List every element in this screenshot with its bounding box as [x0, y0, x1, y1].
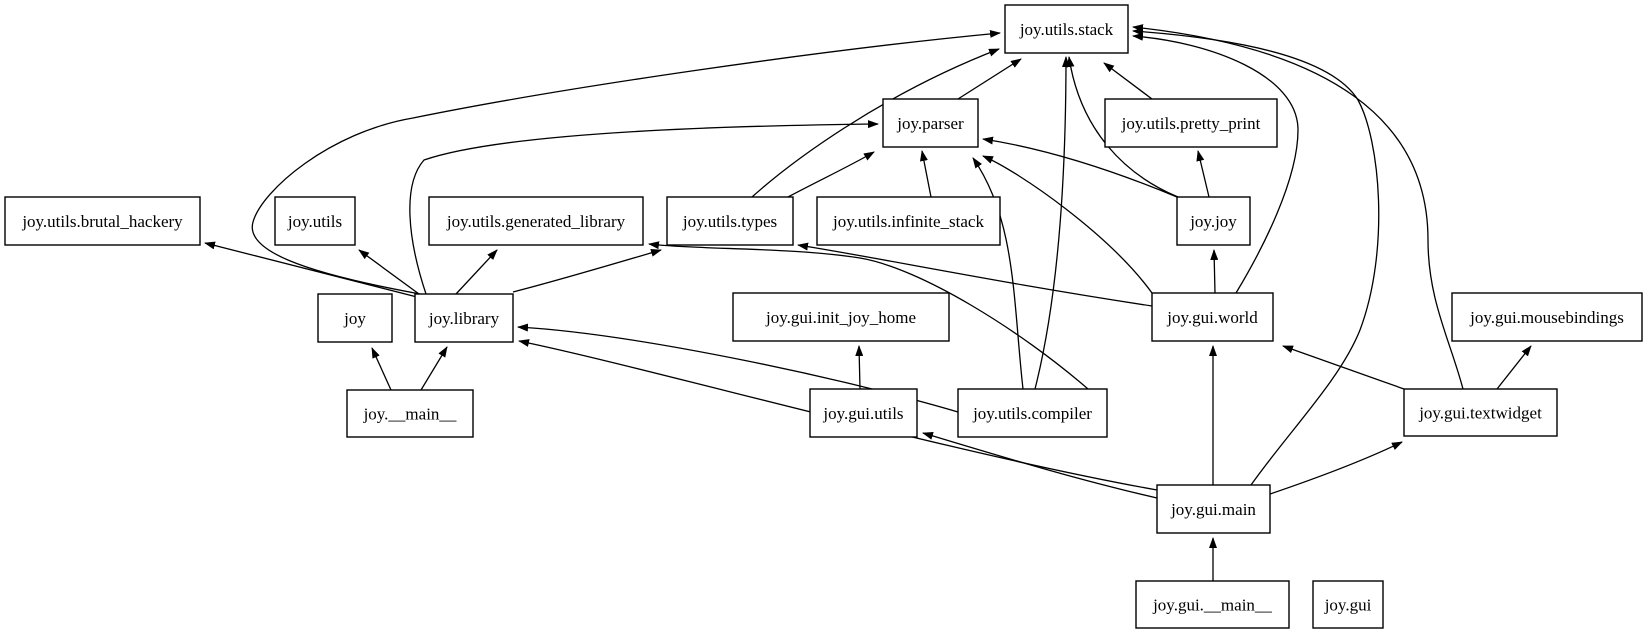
edge-joy_library-to-joy_utils — [358, 249, 420, 295]
node-joy_gui_textwidget: joy.gui.textwidget — [1403, 388, 1558, 437]
edge-joy_library-to-joy_utils_types — [512, 248, 662, 293]
node-box-joy_gui_init_joy_home — [732, 292, 950, 342]
node-label-joy_utils_compiler: joy.utils.compiler — [972, 404, 1092, 423]
node-box-joy_parser — [882, 98, 979, 148]
edge-joy_utils_compiler-to-joy_utils_generated_library — [648, 241, 1089, 390]
edge-joy_gui_main-to-joy_gui_textwidget — [1269, 441, 1403, 495]
node-joy_dunder_main: joy.__main__ — [346, 389, 474, 438]
node-box-joy_utils — [274, 196, 356, 246]
edge-joy_dunder_main-to-joy_library — [420, 346, 448, 391]
edge-joy_utils_types-to-joy_parser — [787, 151, 875, 198]
edge-joy_parser-to-joy_utils_stack — [957, 58, 1022, 100]
edge-joy_utils_infinite_stack-to-joy_parser — [919, 150, 932, 198]
node-joy_gui_dunder_main: joy.gui.__main__ — [1135, 580, 1290, 629]
node-joy: joy — [317, 293, 393, 343]
edge-joy_gui_world-to-joy_parser — [982, 155, 1153, 294]
node-label-joy_utils_types: joy.utils.types — [682, 212, 777, 231]
edge-joy_gui_textwidget-to-joy_utils_stack — [1132, 24, 1464, 390]
node-label-joy_gui_init_joy_home: joy.gui.init_joy_home — [765, 308, 916, 327]
edge-joy_joy-to-joy_parser — [982, 136, 1178, 198]
edge-joy_gui_world-to-joy_utils_types — [797, 242, 1153, 307]
node-label-joy_gui_main: joy.gui.main — [1170, 500, 1256, 519]
node-joy_gui: joy.gui — [1312, 580, 1384, 629]
node-joy_utils_stack: joy.utils.stack — [1004, 4, 1129, 54]
node-box-joy_gui_textwidget — [1403, 388, 1558, 437]
node-joy_library: joy.library — [414, 293, 514, 343]
node-joy_gui_main: joy.gui.main — [1156, 484, 1271, 534]
edge-joy_dunder_main-to-joy — [371, 347, 392, 391]
node-box-joy_gui_world — [1151, 292, 1274, 342]
edge-joy_joy-to-joy_utils_pretty_print — [1196, 150, 1210, 198]
node-label-joy_joy: joy.joy — [1189, 212, 1237, 231]
node-joy_gui_utils: joy.gui.utils — [809, 388, 918, 438]
node-label-joy_parser: joy.parser — [896, 114, 964, 133]
node-layer: joy.utils.stack joy.parser joy.utils.prett… — [4, 4, 1643, 629]
node-box-joy_utils_stack — [1004, 4, 1129, 54]
node-box-joy_joy — [1176, 196, 1251, 246]
node-label-joy_utils_brutal_hackery: joy.utils.brutal_hackery — [21, 212, 183, 231]
node-box-joy_utils_pretty_print — [1104, 98, 1278, 148]
node-label-joy_utils_infinite_stack: joy.utils.infinite_stack — [832, 212, 984, 231]
node-joy_utils_compiler: joy.utils.compiler — [957, 388, 1108, 438]
node-joy_utils_types: joy.utils.types — [666, 196, 794, 246]
node-label-joy_utils: joy.utils — [287, 212, 342, 231]
node-label-joy_gui_world: joy.gui.world — [1166, 308, 1258, 327]
edge-joy_library-to-joy_parser — [409, 120, 879, 295]
edge-joy_gui_main-to-joy_gui_utils — [922, 432, 1158, 499]
node-label-joy_utils_stack: joy.utils.stack — [1019, 20, 1114, 39]
node-label-joy_gui: joy.gui — [1324, 596, 1372, 615]
node-joy_joy: joy.joy — [1176, 196, 1251, 246]
node-box-joy_dunder_main — [346, 389, 474, 438]
edge-joy_gui_main-to-joy_utils_stack — [1132, 27, 1380, 486]
node-joy_gui_mousebindings: joy.gui.mousebindings — [1451, 292, 1643, 342]
node-box-joy_utils_generated_library — [428, 196, 644, 246]
edge-joy_library-to-joy_utils_stack — [251, 29, 1001, 295]
edge-joy_utils_compiler-to-joy_utils_stack — [1034, 56, 1070, 390]
node-joy_gui_init_joy_home: joy.gui.init_joy_home — [732, 292, 950, 342]
node-joy_utils_generated_library: joy.utils.generated_library — [428, 196, 644, 246]
node-joy_parser: joy.parser — [882, 98, 979, 148]
node-label-joy: joy — [343, 309, 366, 328]
node-joy_utils: joy.utils — [274, 196, 356, 246]
edge-joy_gui_textwidget-to-joy_gui_mousebindings — [1496, 345, 1532, 390]
edge-joy_utils_compiler-to-joy_parser — [972, 157, 1024, 390]
node-label-joy_dunder_main: joy.__main__ — [363, 405, 457, 424]
node-label-joy_library: joy.library — [428, 309, 500, 328]
node-label-joy_utils_generated_library: joy.utils.generated_library — [446, 212, 626, 231]
node-box-joy_gui — [1312, 580, 1384, 629]
node-box-joy_gui_dunder_main — [1135, 580, 1290, 629]
node-joy_utils_brutal_hackery: joy.utils.brutal_hackery — [4, 196, 201, 246]
node-label-joy_gui_textwidget: joy.gui.textwidget — [1418, 404, 1542, 423]
node-joy_utils_pretty_print: joy.utils.pretty_print — [1104, 98, 1278, 148]
edge-joy_gui_world-to-joy_joy — [1210, 249, 1219, 294]
node-box-joy_utils_brutal_hackery — [4, 196, 201, 246]
node-box-joy_utils_compiler — [957, 388, 1108, 438]
node-joy_utils_infinite_stack: joy.utils.infinite_stack — [816, 196, 1001, 246]
edge-joy_utils_pretty_print-to-joy_utils_stack — [1103, 62, 1153, 100]
node-box-joy_gui_main — [1156, 484, 1271, 534]
edge-joy_gui_textwidget-to-joy_gui_world — [1282, 345, 1405, 390]
node-label-joy_gui_mousebindings: joy.gui.mousebindings — [1469, 308, 1624, 327]
node-box-joy_gui_mousebindings — [1451, 292, 1643, 342]
node-label-joy_utils_pretty_print: joy.utils.pretty_print — [1121, 114, 1261, 133]
node-label-joy_gui_dunder_main: joy.gui.__main__ — [1152, 596, 1272, 615]
node-label-joy_gui_utils: joy.gui.utils — [822, 404, 903, 423]
node-box-joy — [317, 293, 393, 343]
edge-joy_utils_types-to-joy_utils_stack — [751, 48, 1000, 198]
edge-joy_gui_utils-to-joy_gui_init_joy_home — [855, 345, 864, 390]
node-box-joy_utils_infinite_stack — [816, 196, 1001, 246]
node-box-joy_gui_utils — [809, 388, 918, 438]
edge-joy_library-to-joy_utils_generated_library — [455, 249, 498, 295]
node-box-joy_utils_types — [666, 196, 794, 246]
edge-joy_library-to-joy_utils_brutal_hackery — [204, 241, 418, 298]
edge-joy_gui_world-to-joy_utils_stack — [1132, 32, 1299, 294]
node-joy_gui_world: joy.gui.world — [1151, 292, 1274, 342]
node-box-joy_library — [414, 293, 514, 343]
